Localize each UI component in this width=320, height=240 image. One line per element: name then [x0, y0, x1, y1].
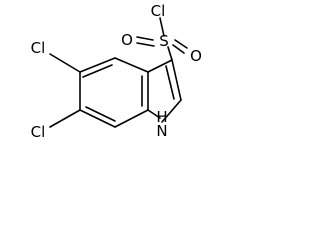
bond-s-o-left-b	[136, 42, 155, 47]
bond-c3a-c3	[147, 59, 173, 73]
bond-c7-c7a	[114, 109, 149, 128]
bond-c6-cl	[49, 109, 81, 128]
bond-n1-c7a	[147, 109, 161, 119]
atom-cl-top-label: Cl	[31, 39, 46, 57]
bond-c5-cl	[49, 53, 81, 73]
bond-s-o-left-a	[136, 36, 154, 41]
bond-c6-c7-inner	[85, 106, 116, 122]
bond-c4-c5-inner	[82, 64, 113, 78]
molecule-diagram: Cl S O O Cl Cl H N	[31, 2, 202, 141]
bond-s-o-right-b	[172, 44, 185, 54]
structure-canvas: Cl S O O Cl Cl H N	[0, 0, 216, 170]
atom-cl-sulfonyl-label: Cl	[151, 2, 166, 20]
bond-s-o-right-a	[174, 39, 188, 49]
bond-c3-c2-inner	[165, 65, 175, 100]
atom-nh-h-label: H	[156, 108, 167, 126]
bond-c2-n1	[161, 99, 182, 123]
atom-cl-bottom-label: Cl	[31, 123, 46, 141]
bond-c3-c2	[171, 59, 182, 101]
bond-c4-c5	[79, 57, 116, 73]
bond-c3a-c4	[114, 57, 149, 73]
atom-o-right-label: O	[190, 47, 202, 65]
atom-o-left-label: O	[121, 31, 133, 49]
bond-c3-s	[167, 46, 173, 61]
bond-s-cl	[159, 17, 165, 37]
atom-s-label: S	[159, 32, 169, 50]
atom-nh-n-label: N	[156, 122, 167, 140]
bond-c6-c7	[79, 109, 116, 128]
